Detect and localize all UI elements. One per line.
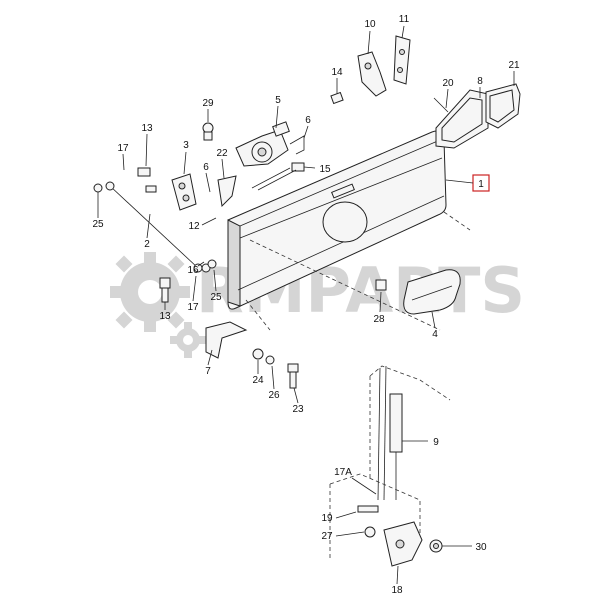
callout-13-lower[interactable]: 13: [159, 311, 171, 322]
hinge-bracket-assembly: [137, 167, 197, 211]
callout-6-upper[interactable]: 6: [305, 115, 311, 126]
tailgate-panel: [227, 130, 471, 331]
callout-25-lower[interactable]: 25: [210, 292, 222, 303]
watermark-small-gear-icon: [170, 322, 206, 358]
callout-6-lower[interactable]: 6: [203, 162, 209, 173]
callout-13-upper[interactable]: 13: [141, 123, 153, 134]
callout-22[interactable]: 22: [216, 148, 228, 159]
callout-29[interactable]: 29: [202, 98, 214, 109]
callout-23[interactable]: 23: [292, 404, 304, 415]
callout-14[interactable]: 14: [331, 67, 343, 78]
svg-text:1: 1: [478, 179, 484, 190]
gas-strut-detail: [329, 365, 451, 567]
callout-labels: 2 3 4 5 6 6 7 8 9 10 11 12 13 13 14 15 1: [92, 14, 520, 596]
callout-18[interactable]: 18: [391, 585, 403, 596]
callout-20[interactable]: 20: [442, 78, 454, 89]
callout-24[interactable]: 24: [252, 375, 264, 386]
callout-25-upper[interactable]: 25: [92, 219, 104, 230]
stay-cable: [93, 181, 211, 273]
callout-15[interactable]: 15: [319, 164, 331, 175]
callout-12[interactable]: 12: [188, 221, 200, 232]
upper-right-parts: [330, 35, 521, 149]
callout-17-upper[interactable]: 17: [117, 143, 129, 154]
callout-11[interactable]: 11: [399, 14, 410, 25]
callout-4[interactable]: 4: [432, 329, 438, 340]
lock-bracket-assembly: [202, 121, 305, 208]
callout-10[interactable]: 10: [364, 19, 376, 30]
callout-19[interactable]: 19: [321, 513, 333, 524]
callout-2[interactable]: 2: [144, 239, 150, 250]
callout-16[interactable]: 16: [187, 265, 199, 276]
watermark-gear-icon: [110, 252, 190, 332]
callout-17A[interactable]: 17A: [334, 467, 352, 478]
callout-27[interactable]: 27: [321, 531, 333, 542]
callout-8[interactable]: 8: [477, 76, 483, 87]
callout-26[interactable]: 26: [268, 390, 280, 401]
callout-5[interactable]: 5: [275, 95, 281, 106]
callout-3[interactable]: 3: [183, 140, 189, 151]
callout-9[interactable]: 9: [433, 437, 439, 448]
lower-hinge-assembly: [159, 259, 299, 389]
callout-21[interactable]: 21: [508, 60, 520, 71]
callout-7[interactable]: 7: [205, 366, 211, 377]
callout-1-highlighted[interactable]: 1: [445, 174, 490, 192]
callout-17-lower[interactable]: 17: [187, 302, 199, 313]
callout-28[interactable]: 28: [373, 314, 385, 325]
callout-30[interactable]: 30: [475, 542, 487, 553]
reflector-lamp: [375, 269, 461, 315]
